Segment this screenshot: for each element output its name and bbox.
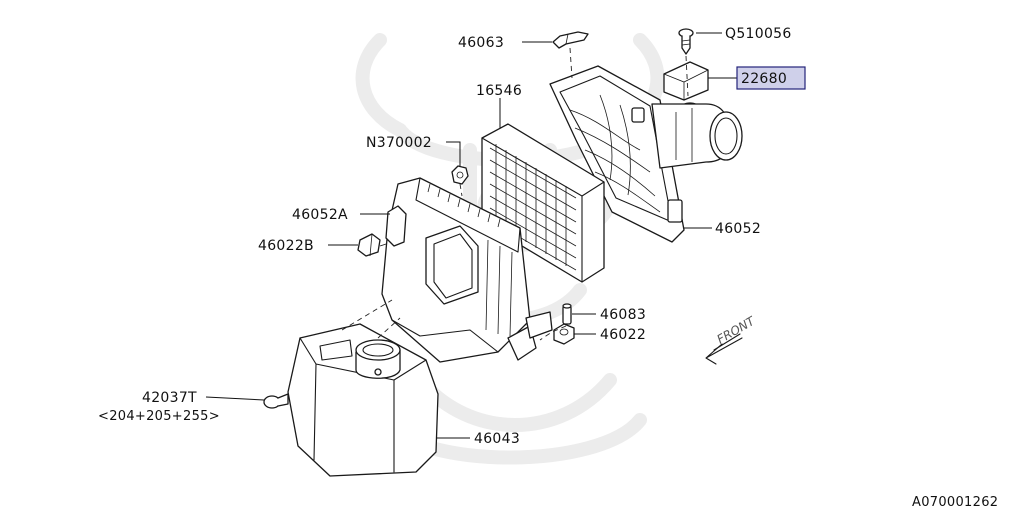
label-46022b[interactable]: 46022B <box>258 238 314 254</box>
front-direction-indicator: FRONT <box>705 313 758 365</box>
label-q510056[interactable]: Q510056 <box>725 26 792 42</box>
air-cleaner-upper-case-46052[interactable] <box>549 65 743 243</box>
reference-code: A070001262 <box>912 495 998 510</box>
label-16546[interactable]: 16546 <box>476 83 522 99</box>
resonator-46043[interactable] <box>287 323 439 477</box>
screw-q510056[interactable] <box>678 28 694 55</box>
part-labels: 46063 Q510056 22680 16546 N370002 46052A… <box>98 26 806 447</box>
pin-46083[interactable] <box>562 303 572 325</box>
clip-42037t[interactable] <box>263 393 289 409</box>
label-46043[interactable]: 46043 <box>474 431 520 447</box>
grommet-46022b[interactable] <box>357 233 387 257</box>
label-46052[interactable]: 46052 <box>715 221 761 237</box>
label-42037t-note: <204+205+255> <box>98 409 220 424</box>
grommet-46022[interactable] <box>553 323 575 345</box>
leader-lines <box>205 32 738 439</box>
label-n370002[interactable]: N370002 <box>366 135 432 151</box>
label-46083[interactable]: 46083 <box>600 307 646 323</box>
clip-46063[interactable] <box>552 31 589 49</box>
label-46063[interactable]: 46063 <box>458 35 504 51</box>
label-46022[interactable]: 46022 <box>600 327 646 343</box>
air-cleaner-lower-case-46052a[interactable] <box>381 177 553 363</box>
air-filter-element-16546[interactable] <box>481 123 605 283</box>
nut-n370002[interactable] <box>451 165 469 185</box>
label-42037t[interactable]: 42037T <box>142 390 197 406</box>
assembly-guide-lines <box>341 47 689 341</box>
label-46052a[interactable]: 46052A <box>292 207 348 223</box>
label-22680[interactable]: 22680 <box>741 71 787 87</box>
highlight-box-22680[interactable] <box>736 66 806 90</box>
